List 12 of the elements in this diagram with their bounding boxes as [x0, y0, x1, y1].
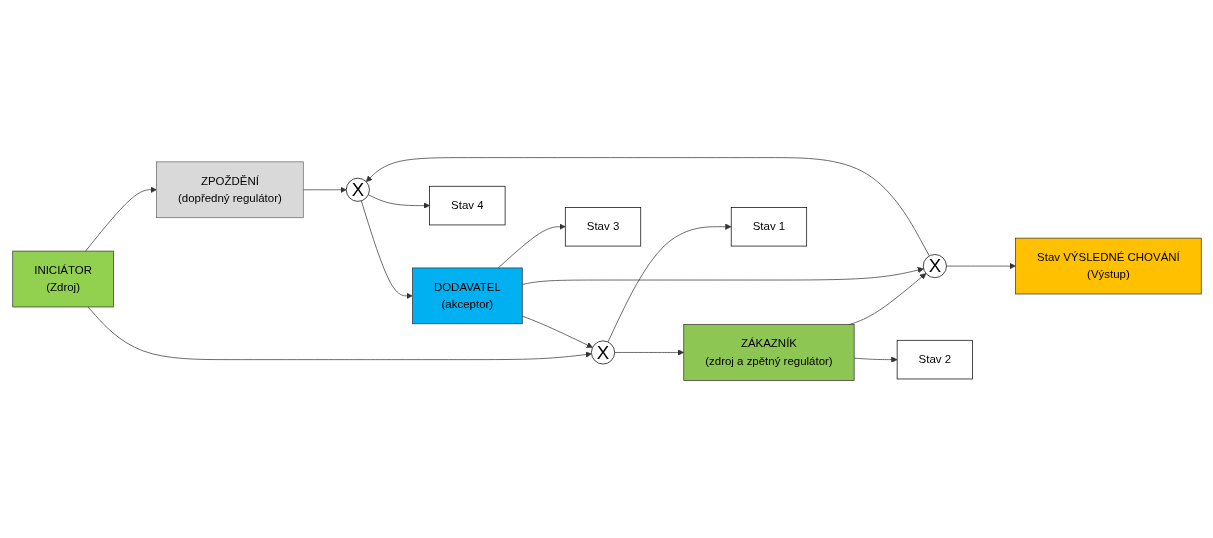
node-box: Stav 2: [896, 339, 973, 380]
node-box: DODAVATEL (akceptor): [411, 267, 523, 325]
node-box: INICIÁTOR (Zdroj): [11, 250, 114, 308]
node-box: Stav 3: [564, 207, 641, 247]
node-box: ZÁKAZNÍK (zdroj a zpětný regulátor): [682, 324, 854, 381]
node-box: Stav 4: [428, 185, 505, 226]
node-box: Stav 1: [730, 207, 807, 247]
node-box: Stav VÝSLEDNÉ CHOVÁNÍ (Výstup): [1014, 237, 1202, 295]
node-box: ZPOŽDĚNÍ (dopředný regulátor): [155, 161, 304, 219]
node-circle: X: [590, 340, 615, 365]
node-circle: X: [922, 254, 947, 279]
node-circle: X: [345, 177, 370, 202]
